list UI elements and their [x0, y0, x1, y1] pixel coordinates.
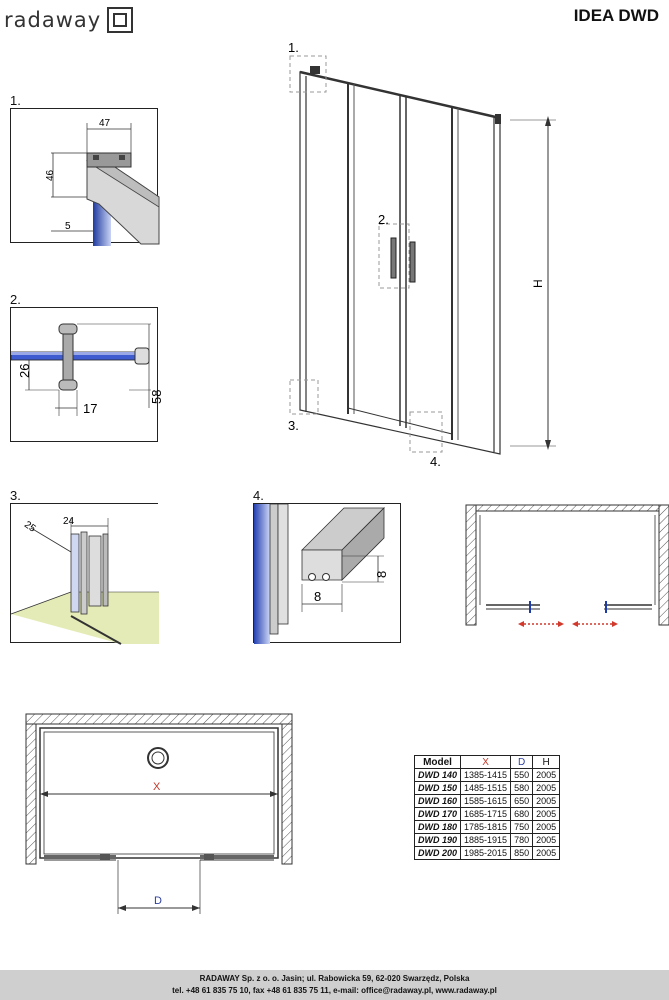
header-x: X [460, 755, 512, 769]
cell-h: 2005 [532, 820, 561, 834]
plan-width-label: X [153, 781, 161, 793]
detail-1-label: 1. [10, 93, 21, 108]
logo-text: radaway [4, 8, 102, 32]
cell-d: 850 [510, 846, 534, 860]
detail-2-label: 2. [10, 292, 21, 307]
brand-logo: radaway [4, 4, 134, 36]
detail-1-drawing: 47 46 5 [45, 118, 160, 246]
cell-x: 1485-1515 [460, 781, 512, 795]
cell-x: 1685-1715 [460, 807, 512, 821]
detail-4-dim-width: 8 [314, 589, 321, 604]
detail-1-panel: 47 46 5 [10, 108, 160, 246]
callout-1: 1. [288, 40, 299, 55]
logo-square-icon [107, 7, 134, 33]
callout-2: 2. [378, 212, 389, 227]
detail-2-panel: 26 17 58 [10, 307, 164, 442]
detail-3-panel: 24 25 [10, 503, 159, 645]
table-row: DWD 200 1985-2015 850 2005 [413, 846, 561, 860]
cell-d: 680 [510, 807, 534, 821]
cell-h: 2005 [532, 794, 561, 808]
cell-x: 1585-1615 [460, 794, 512, 808]
cell-model: DWD 200 [413, 846, 462, 860]
footer-address: RADAWAY Sp. z o. o. Jasin; ul. Rabowicka… [199, 974, 470, 983]
models-table: Model X D H DWD 140 1385-1415 550 2005 D… [413, 755, 561, 860]
sliding-plan-diagram [465, 504, 669, 627]
plan-opening-label: D [154, 895, 162, 907]
table-header-row: Model X D H [413, 755, 561, 769]
cell-h: 2005 [532, 846, 561, 860]
table-row: DWD 140 1385-1415 550 2005 [413, 768, 561, 782]
door-elevation-drawing: 1. 2. 3. 4. H [288, 40, 556, 469]
height-dim-label: H [531, 279, 545, 288]
detail-4-dim-height: 8 [374, 571, 389, 578]
detail-4-drawing: 8 8 [254, 503, 389, 644]
callout-4: 4. [430, 454, 441, 469]
callout-3: 3. [288, 418, 299, 433]
cell-model: DWD 170 [413, 807, 462, 821]
table-row: DWD 190 1885-1915 780 2005 [413, 833, 561, 847]
cell-model: DWD 160 [413, 794, 462, 808]
models-table-wrap: Model X D H DWD 140 1385-1415 550 2005 D… [413, 755, 561, 860]
cell-x: 1985-2015 [460, 846, 512, 860]
detail-1-dim-width: 47 [99, 118, 111, 129]
header-d: D [510, 755, 534, 769]
cell-model: DWD 190 [413, 833, 462, 847]
cell-model: DWD 180 [413, 820, 462, 834]
plan-view-drawing: X D [25, 713, 293, 914]
cell-d: 750 [510, 820, 534, 834]
detail-1-dim-height: 46 [45, 169, 56, 181]
cell-h: 2005 [532, 807, 561, 821]
cell-h: 2005 [532, 833, 561, 847]
cell-x: 1385-1415 [460, 768, 512, 782]
cell-d: 780 [510, 833, 534, 847]
cell-x: 1885-1915 [460, 833, 512, 847]
detail-2-drawing: 26 17 58 [10, 323, 164, 416]
cell-d: 550 [510, 768, 534, 782]
company-footer: RADAWAY Sp. z o. o. Jasin; ul. Rabowicka… [0, 970, 669, 1000]
cell-d: 650 [510, 794, 534, 808]
table-row: DWD 170 1685-1715 680 2005 [413, 807, 561, 821]
detail-3-drawing: 24 25 [10, 504, 159, 645]
table-row: DWD 160 1585-1615 650 2005 [413, 794, 561, 808]
detail-1-dim-offset: 5 [65, 221, 71, 232]
table-row: DWD 150 1485-1515 580 2005 [413, 781, 561, 795]
cell-d: 580 [510, 781, 534, 795]
cell-model: DWD 140 [413, 768, 462, 782]
page-title: IDEA DWD [573, 6, 659, 25]
detail-3-label: 3. [10, 488, 21, 503]
detail-4-label: 4. [253, 488, 264, 503]
cell-h: 2005 [532, 768, 561, 782]
cell-model: DWD 150 [413, 781, 462, 795]
detail-2-dim-gap: 26 [17, 364, 32, 378]
detail-2-dim-width: 17 [83, 401, 97, 416]
detail-4-panel: 8 8 [253, 503, 401, 644]
cell-h: 2005 [532, 781, 561, 795]
detail-2-dim-height: 58 [149, 390, 164, 404]
cell-x: 1785-1815 [460, 820, 512, 834]
detail-3-dim-width: 24 [63, 516, 75, 527]
table-row: DWD 180 1785-1815 750 2005 [413, 820, 561, 834]
footer-contact: tel. +48 61 835 75 10, fax +48 61 835 75… [172, 986, 497, 995]
header-h: H [532, 755, 561, 769]
header-model: Model [413, 755, 462, 769]
